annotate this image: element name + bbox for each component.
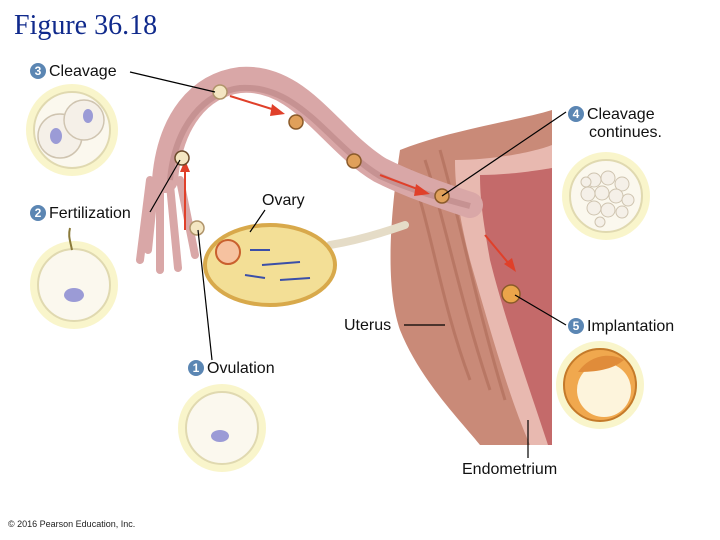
arrow-head-4 [504, 258, 516, 272]
inset-fertilization-egg [37, 248, 111, 322]
inset-ovulation-nucleus [211, 430, 229, 442]
embryo-cleavage-3 [346, 153, 362, 169]
label-implantation-text: Implantation [587, 318, 675, 335]
step-badge-3: 3 [30, 63, 46, 79]
step-badge-2: 2 [30, 205, 46, 221]
label-cleavage-text: Cleavage [49, 63, 117, 80]
label-fertilization-text: Fertilization [49, 205, 131, 222]
inset-fertilization-sperm [68, 227, 73, 251]
ovarian-ligament [326, 221, 409, 249]
label-endometrium: Endometrium [462, 461, 558, 478]
leader-fertilization [149, 159, 181, 213]
leader-ovary [249, 209, 266, 233]
inset-morula-cells [580, 170, 635, 228]
leader-implantation [514, 294, 567, 326]
ovary-follicle [215, 239, 241, 265]
arrow-head-2 [270, 104, 285, 116]
egg-ovulated [189, 220, 205, 236]
label-uterus: Uterus [344, 317, 392, 334]
arrow-tube-2 [379, 174, 421, 191]
inset-cleavage-nucleus-2 [83, 109, 93, 123]
inset-blastocyst-inner-mass [578, 355, 624, 372]
figure-title: Figure 36.18 [14, 10, 158, 41]
embryo-blastocyst [501, 284, 521, 304]
label-ovulation-text: Ovulation [207, 360, 275, 377]
leader-ovulation [197, 229, 213, 361]
embryo-cleavage [212, 84, 228, 100]
inset-blastocyst-cavity [577, 363, 631, 417]
leader-cleavage [129, 71, 216, 93]
arrow-tube-1 [229, 95, 276, 111]
arrow-head-1 [180, 160, 190, 172]
label-cleavage-continues-line1: Cleavage [587, 106, 655, 123]
step-badge-4: 4 [568, 106, 584, 122]
inset-ovulation-egg [185, 391, 259, 465]
leader-cleavage-continues [441, 111, 567, 197]
ovary-vessels [244, 249, 311, 281]
inset-cleavage-nucleus [50, 128, 62, 144]
step-badge-5: 5 [568, 318, 584, 334]
egg-fertilized [174, 150, 190, 166]
copyright-notice: © 2016 Pearson Education, Inc. [8, 519, 136, 529]
step-badge-1: 1 [188, 360, 204, 376]
uterine-cavity [480, 168, 552, 445]
inset-fertilization-nucleus [64, 288, 84, 302]
oviduct [152, 66, 483, 218]
label-ovary: Ovary [262, 192, 305, 209]
arrow-uterus [484, 234, 511, 266]
label-cleavage-continues-line2: continues. [589, 124, 662, 141]
embryo-cleavage-2 [288, 114, 304, 130]
arrow-head-3 [414, 184, 430, 196]
fimbriae [136, 176, 199, 274]
